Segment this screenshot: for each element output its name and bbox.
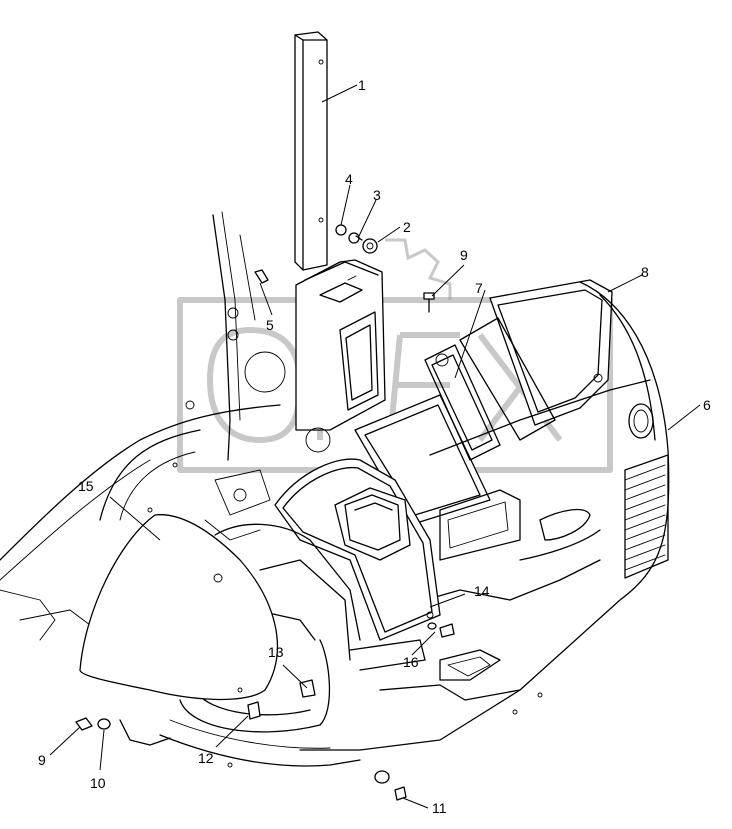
callout-7: 7	[475, 280, 483, 296]
part-channel-1	[294, 31, 328, 271]
leader-lines	[49, 84, 701, 809]
bolt-part-9-upper	[423, 292, 435, 313]
window-frame-8	[459, 279, 613, 441]
callout-12: 12	[198, 750, 214, 766]
fastener-set-2-3-4	[335, 224, 378, 254]
fastener-part-16	[427, 622, 455, 638]
cab-frame	[0, 211, 286, 641]
callout-6: 6	[703, 397, 711, 413]
callout-4: 4	[345, 171, 353, 187]
housing-part-6	[119, 281, 670, 768]
callout-9-upper: 9	[460, 247, 468, 263]
fastener-part-11	[374, 770, 407, 801]
callout-1: 1	[358, 77, 366, 93]
callout-labels: 1 2 3 4 5 6 7 8 9 9 10 11 12 13 14 15 16	[38, 77, 711, 816]
callout-13: 13	[268, 644, 284, 660]
callout-9-lower: 9	[38, 752, 46, 768]
clip-part-13	[299, 679, 316, 698]
callout-11: 11	[432, 800, 447, 816]
callout-8: 8	[641, 264, 649, 280]
bolt-part-12	[247, 701, 261, 720]
lower-left-console	[179, 523, 426, 733]
screw-part-5	[254, 269, 269, 284]
callout-15: 15	[78, 478, 94, 494]
callout-16: 16	[403, 654, 419, 670]
callout-5: 5	[266, 317, 274, 333]
fastener-set-9-10	[75, 717, 111, 731]
callout-14: 14	[474, 583, 490, 599]
callout-2: 2	[403, 219, 411, 235]
callout-10: 10	[90, 775, 106, 791]
side-panel-15	[79, 514, 278, 701]
front-panel-14	[274, 458, 441, 641]
console-column	[295, 259, 386, 453]
callout-3: 3	[373, 187, 381, 203]
